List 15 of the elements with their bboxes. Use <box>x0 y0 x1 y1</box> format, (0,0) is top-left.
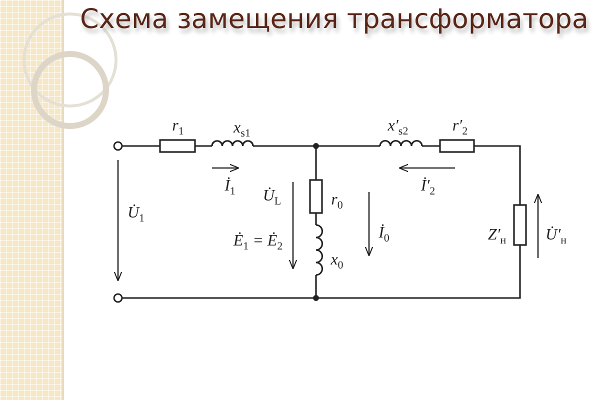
component-label: Ė$_{1}$ = Ė$_{2}$ <box>233 233 283 253</box>
title: Схема замещения трансформатора <box>80 4 588 35</box>
component-label: İ′$_{2}$ <box>420 178 436 198</box>
component-label: U̇$_{L}$ <box>262 188 282 208</box>
component-label: x$_{0}$ <box>330 252 344 272</box>
component-label: x$_{s1}$ <box>234 120 250 140</box>
component-label: U̇′$_{н}$ <box>546 227 566 247</box>
component-label: İ$_{1}$ <box>224 178 236 198</box>
component-label: x′$_{s2}$ <box>388 118 408 138</box>
component-label: r$_{0}$ <box>331 192 343 212</box>
component-label: r′$_{2}$ <box>452 118 468 138</box>
component-label: Z′$_{н}$ <box>488 227 506 247</box>
component-label: U̇$_{1}$ <box>127 205 145 225</box>
component-label: r$_{1}$ <box>172 118 184 138</box>
component-label: İ$_{0}$ <box>378 225 390 245</box>
